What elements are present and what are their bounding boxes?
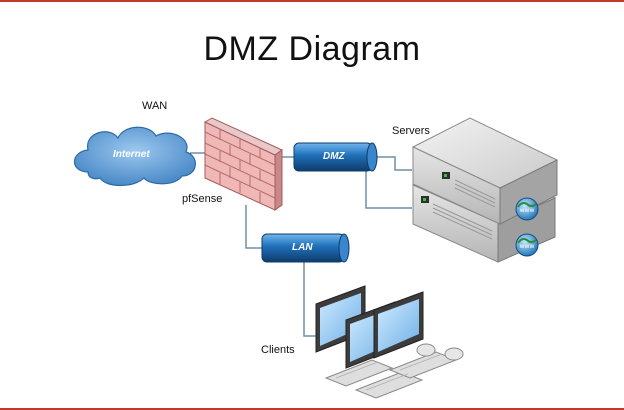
monitor-icon [315,285,424,369]
firewall-lan-link [245,205,262,249]
clients-label: Clients [261,344,295,356]
mouse-icon [416,343,464,361]
dmz-server2-link [365,170,412,209]
firewall-label: pfSense [182,193,223,205]
top-border [0,0,624,2]
internet-label: Internet [113,149,150,160]
dmz-label: DMZ [323,151,345,162]
svg-text:www: www [520,243,535,250]
globe-icon: www [515,233,539,257]
svg-text:www: www [520,207,535,214]
firewall-icon [203,117,283,211]
wan-label: WAN [142,100,168,112]
globe-icon: www [515,197,539,221]
bottom-border [0,408,624,410]
keyboard-icon [324,351,458,399]
diagram-title: DMZ Diagram [203,30,421,68]
dmz-pipe [293,142,378,172]
dmz-server1-link [372,156,412,171]
servers-label: Servers [392,125,430,137]
lan-pipe [261,233,350,263]
lan-label: LAN [292,242,313,253]
cloud-icon [73,126,196,187]
server-icon [411,117,559,263]
